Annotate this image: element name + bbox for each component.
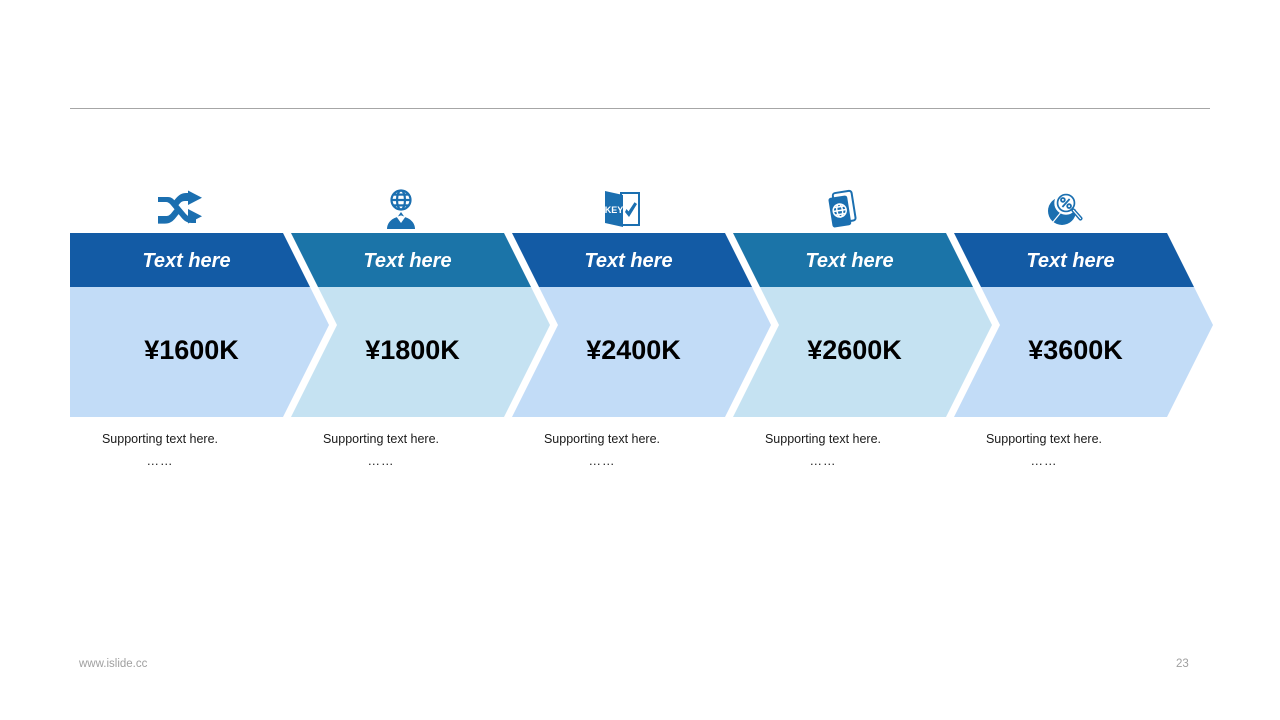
chevron-header-shape[interactable]	[70, 233, 310, 287]
chevron-body-shape[interactable]	[291, 287, 550, 417]
supporting-text-line: Supporting text here.	[543, 432, 661, 446]
chevron-process-band	[0, 180, 1280, 480]
segment-amount: ¥2400K	[586, 335, 681, 365]
segment-supporting-text: Supporting text here. ……	[713, 431, 933, 470]
chevron-body-shape[interactable]	[512, 287, 771, 417]
footer-url-label: www.islide.cc	[79, 658, 148, 670]
supporting-text-ellipsis: ……	[809, 454, 837, 468]
passport-globe-icon	[808, 185, 878, 233]
global-person-glyph	[387, 189, 415, 229]
supporting-text-ellipsis: ……	[1030, 454, 1058, 468]
chevron-header-shape[interactable]	[291, 233, 531, 287]
supporting-text-ellipsis: ……	[146, 454, 174, 468]
segment-title: Text here	[363, 250, 452, 272]
segment-amount: ¥1800K	[365, 335, 460, 365]
segment-supporting-text: Supporting text here. ……	[934, 431, 1154, 470]
chevron-body-shape[interactable]	[70, 287, 329, 417]
svg-text:KEY: KEY	[605, 205, 624, 215]
supporting-text-ellipsis: ……	[588, 454, 616, 468]
page-number-label: 23	[1176, 658, 1189, 670]
segment-amount: ¥2600K	[807, 335, 902, 365]
supporting-text-line: Supporting text here.	[985, 432, 1103, 446]
percent-magnifier-glyph	[1048, 191, 1083, 225]
segment-title: Text here	[584, 250, 673, 272]
supporting-text-ellipsis: ……	[367, 454, 395, 468]
chevron-header-shape[interactable]	[954, 233, 1194, 287]
chevron-header-shape[interactable]	[512, 233, 752, 287]
chevron-body-shape[interactable]	[954, 287, 1213, 417]
supporting-text-line: Supporting text here.	[322, 432, 440, 446]
segment-title: Text here	[142, 250, 231, 272]
shuffle-arrows-glyph	[158, 190, 202, 224]
segment-amount: ¥3600K	[1028, 335, 1123, 365]
segment-supporting-text: Supporting text here. ……	[492, 431, 712, 470]
percent-magnifier-icon	[1029, 185, 1099, 233]
segment-amount: ¥1600K	[144, 335, 239, 365]
key-door-glyph: KEY	[605, 191, 640, 227]
segment-supporting-text: Supporting text here. ……	[50, 431, 270, 470]
global-person-icon	[366, 185, 436, 233]
segment-supporting-text: Supporting text here. ……	[271, 431, 491, 470]
segment-title: Text here	[805, 250, 894, 272]
shuffle-arrows-icon	[145, 185, 215, 233]
chevron-body-shape[interactable]	[733, 287, 992, 417]
header-divider-rule	[70, 108, 1210, 109]
passport-globe-glyph	[828, 189, 857, 228]
supporting-text-line: Supporting text here.	[101, 432, 219, 446]
key-door-icon: KEY	[587, 185, 657, 233]
segment-title: Text here	[1026, 250, 1115, 272]
supporting-text-line: Supporting text here.	[764, 432, 882, 446]
chevron-header-shape[interactable]	[733, 233, 973, 287]
chevron-shapes-svg	[70, 233, 1213, 417]
